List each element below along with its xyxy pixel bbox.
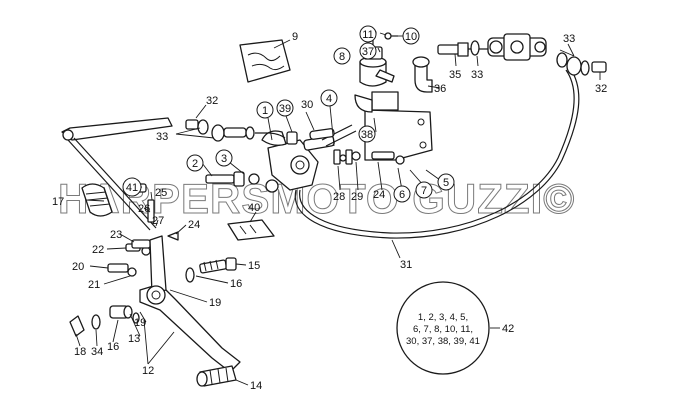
callout-24-left: 24 xyxy=(188,219,200,231)
callout-3: 3 xyxy=(221,153,227,165)
banjo-fitting-right xyxy=(556,52,607,76)
callout-ring-7 xyxy=(415,181,433,199)
callouts: 9 11 10 37 8 35 33 36 33 32 32 33 1 39 3… xyxy=(52,25,607,392)
brake-pedal xyxy=(139,235,241,373)
callout-ring-39 xyxy=(276,99,294,117)
banjo-fitting-left xyxy=(185,119,286,142)
callout-13: 13 xyxy=(128,333,140,345)
callout-2: 2 xyxy=(192,158,198,170)
callout-7: 7 xyxy=(421,185,427,197)
callout-ring-6 xyxy=(393,185,411,203)
rear-master-cylinder xyxy=(261,124,357,191)
callout-ring-38 xyxy=(358,125,376,143)
callout-19-left: 19 xyxy=(134,317,146,329)
return-spring xyxy=(81,183,113,217)
brake-master-cylinder xyxy=(487,33,547,61)
kit-line-1: 1, 2, 3, 4, 5, xyxy=(418,312,468,323)
kit-line-3: 30, 37, 38, 39, 41 xyxy=(406,336,480,347)
callout-ring-10 xyxy=(402,27,420,45)
callout-17: 17 xyxy=(52,196,64,208)
callout-41: 41 xyxy=(126,182,138,194)
callout-36: 36 xyxy=(434,83,446,95)
callout-34: 34 xyxy=(91,346,103,358)
callout-16-right: 16 xyxy=(230,278,242,290)
callout-37: 37 xyxy=(362,46,374,58)
callout-39: 39 xyxy=(279,103,291,115)
linkage-rod xyxy=(61,117,173,231)
callout-30: 30 xyxy=(301,99,313,111)
pivot-bolt-15 xyxy=(199,257,237,274)
callout-14: 14 xyxy=(250,380,262,392)
callout-31: 31 xyxy=(400,259,412,271)
brake-hose xyxy=(294,67,580,239)
callout-5: 5 xyxy=(443,177,449,189)
callout-26: 26 xyxy=(138,203,150,215)
callout-27: 27 xyxy=(152,215,164,227)
callout-ring-2 xyxy=(186,154,204,172)
washer-16-right xyxy=(185,267,195,283)
callout-10: 10 xyxy=(405,31,417,43)
callout-32-right: 32 xyxy=(595,83,607,95)
reservoir-elbow-hose xyxy=(412,56,433,93)
callout-29: 29 xyxy=(351,191,363,203)
bolts-28-29-24 xyxy=(333,149,405,165)
callout-24-right: 24 xyxy=(373,189,385,201)
callout-42: 42 xyxy=(502,323,514,335)
bolt-2-3 xyxy=(205,171,279,193)
small-bolts-left xyxy=(107,239,151,277)
washer-33-top xyxy=(470,40,480,56)
kit-line-2: 6, 7, 8, 10, 11, xyxy=(413,324,473,335)
callout-18: 18 xyxy=(74,346,86,358)
callout-11: 11 xyxy=(362,29,373,41)
kit-reference-circle: 1, 2, 3, 4, 5, 6, 7, 8, 10, 11, 30, 37, … xyxy=(396,281,490,375)
screw-kit-bag xyxy=(239,39,291,83)
callout-ring-3 xyxy=(215,149,233,167)
callout-20: 20 xyxy=(72,261,84,273)
pushrod-35 xyxy=(437,42,488,57)
callout-40: 40 xyxy=(248,202,260,214)
callout-33-left: 33 xyxy=(156,131,168,143)
callout-ring-41 xyxy=(122,177,142,197)
callout-ring-8 xyxy=(333,47,351,65)
hose-clamp-39 xyxy=(286,131,298,145)
callout-ring-11 xyxy=(359,25,377,43)
callout-19-right: 19 xyxy=(209,297,221,309)
callout-38: 38 xyxy=(361,129,373,141)
callout-33-top: 33 xyxy=(471,69,483,81)
pivot-bushes xyxy=(69,305,140,337)
callout-25: 25 xyxy=(155,187,167,199)
callout-4: 4 xyxy=(326,93,332,105)
callout-ring-1 xyxy=(256,101,274,119)
callout-6: 6 xyxy=(399,189,405,201)
heat-shield-plate xyxy=(227,219,275,241)
callout-22: 22 xyxy=(92,244,104,256)
callout-9: 9 xyxy=(292,31,298,43)
spring-pin-24 xyxy=(167,231,179,241)
mounting-bracket xyxy=(354,91,433,161)
callout-12: 12 xyxy=(142,365,154,377)
callout-8: 8 xyxy=(339,51,345,63)
callout-33-right: 33 xyxy=(563,33,575,45)
callout-1: 1 xyxy=(262,105,268,117)
callout-35: 35 xyxy=(449,69,461,81)
callout-ring-5 xyxy=(437,173,455,191)
callout-21: 21 xyxy=(88,279,100,291)
callout-16-left: 16 xyxy=(107,341,119,353)
callout-28: 28 xyxy=(333,191,345,203)
fitting-30 xyxy=(309,128,335,140)
pedal-footpeg xyxy=(196,365,237,387)
callout-ring-4 xyxy=(320,89,338,107)
callout-15: 15 xyxy=(248,260,260,272)
callout-ring-37 xyxy=(359,42,377,60)
callout-23: 23 xyxy=(110,229,122,241)
callout-32-left: 32 xyxy=(206,95,218,107)
